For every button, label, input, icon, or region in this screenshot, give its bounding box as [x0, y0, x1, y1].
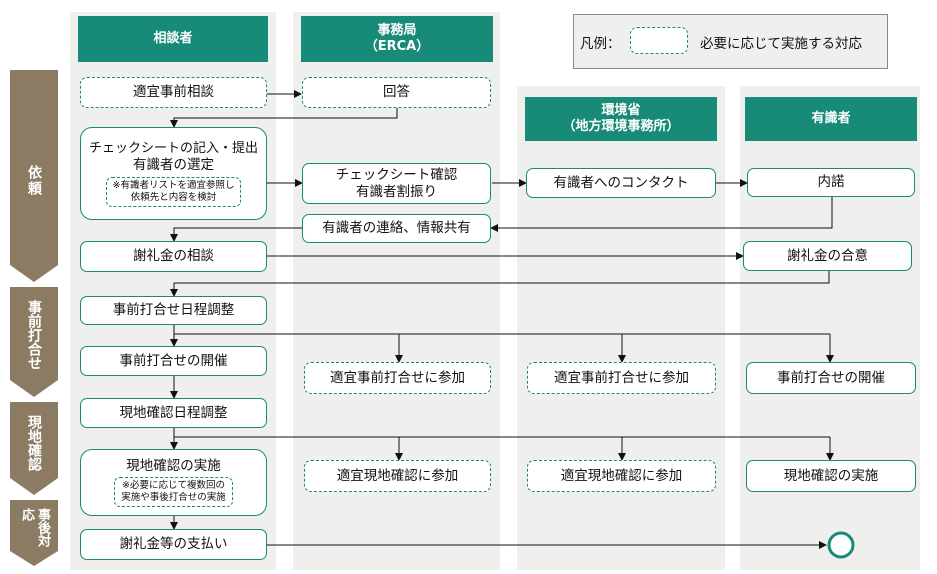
box-fee-consult: 謝礼金の相談: [80, 241, 267, 272]
legend-prefix: 凡例：: [580, 36, 621, 52]
box-fee-consult-label: 謝礼金の相談: [133, 248, 214, 264]
box-schedule-pre-label: 事前打合せ日程調整: [112, 302, 235, 318]
lane-header-expert-label: 有識者: [811, 111, 851, 126]
phase-request-label: 依頼: [26, 165, 42, 197]
lane-header-moe-label-1: 環境省: [601, 103, 641, 118]
box-answer-label: 回答: [383, 84, 410, 100]
lane-header-secretariat-label-2: （ERCA）: [364, 39, 430, 54]
lane-header-moe: 環境省 （地方環境事務所）: [525, 97, 717, 141]
box-do-site-label: 現地確認の実施: [126, 458, 221, 474]
box-hold-pre-label: 事前打合せの開催: [119, 352, 228, 369]
connector-share-fee: [170, 227, 302, 242]
box-schedule-site: 現地確認日程調整: [80, 398, 267, 428]
box-checksheet: チェックシートの記入・提出 有識者の選定 ※有識者リストを適宜参照し 依頼先と内…: [80, 127, 267, 220]
box-do-site: 現地確認の実施 ※必要に応じて複数回の 実施や事後打合せの実施: [80, 449, 267, 516]
connector-agree-schedule: [170, 271, 830, 297]
phase-arrow-pre: [10, 287, 58, 397]
connector-answer-checksheet: [170, 108, 398, 128]
box-join-site-erca: 適宜現地確認に参加: [304, 460, 491, 492]
box-schedule-site-label: 現地確認日程調整: [119, 404, 228, 421]
phase-post-label: 事後対応: [19, 508, 50, 547]
box-consult: 適宜事前相談: [80, 77, 267, 108]
box-consult-label: 適宜事前相談: [133, 84, 214, 100]
box-confirm-label-1: チェックシート確認: [335, 166, 458, 183]
box-checksheet-label-2: 有識者の選定: [133, 157, 214, 173]
box-confirm-label-2: 有識者割振り: [356, 183, 437, 200]
box-contact-label: 有識者へのコンタクト: [553, 174, 689, 191]
box-do-site-expert-label: 現地確認の実施: [783, 467, 879, 484]
lane-header-secretariat: 事務局 （ERCA）: [301, 16, 493, 62]
legend-dashed-sample: [630, 27, 688, 54]
box-join-pre-moe-label: 適宜事前打合せに参加: [554, 369, 689, 386]
lane-header-moe-label-2: （地方環境事務所）: [562, 119, 680, 134]
phase-arrow-post: [10, 500, 58, 566]
box-do-site-note: ※必要に応じて複数回の 実施や事後打合せの実施: [114, 477, 233, 507]
box-checksheet-note-1: ※有識者リストを適宜参照し: [112, 180, 235, 191]
box-share: 有識者の連絡、情報共有: [302, 214, 491, 243]
box-join-site-moe-label: 適宜現地確認に参加: [560, 467, 683, 484]
box-answer: 回答: [302, 77, 491, 108]
box-checksheet-note: ※有識者リストを適宜参照し 依頼先と内容を検討: [105, 177, 242, 207]
lane-header-consulter-label: 相談者: [153, 31, 193, 46]
phase-arrow-site: [10, 402, 58, 495]
phase-pre-meeting-label: 事前打合せ: [26, 300, 42, 370]
box-join-pre-moe: 適宜事前打合せに参加: [527, 362, 716, 394]
box-share-label: 有識者の連絡、情報共有: [322, 220, 471, 236]
box-join-site-moe: 適宜現地確認に参加: [527, 460, 716, 492]
box-accept: 内諾: [747, 168, 915, 197]
box-checksheet-label-1: チェックシートの記入・提出: [88, 141, 258, 156]
connector-accept-share: [490, 197, 833, 232]
phase-arrow-request: [10, 70, 58, 282]
box-join-site-erca-label: 適宜現地確認に参加: [336, 467, 459, 484]
box-hold-pre-expert: 事前打合せの開催: [746, 362, 916, 394]
box-contact: 有識者へのコンタクト: [526, 168, 716, 198]
box-payment: 謝礼金等の支払い: [80, 529, 267, 560]
box-fee-agree: 謝礼金の合意: [743, 241, 912, 271]
box-confirm: チェックシート確認 有識者割振り: [302, 163, 491, 204]
box-do-site-note-2: 実施や事後打合せの実施: [121, 492, 226, 503]
phase-site-check-label: 現地確認: [26, 415, 42, 471]
box-schedule-pre: 事前打合せ日程調整: [80, 296, 267, 325]
lane-header-expert: 有識者: [745, 97, 917, 141]
box-do-site-expert: 現地確認の実施: [746, 460, 916, 492]
box-hold-pre-expert-label: 事前打合せの開催: [777, 369, 885, 386]
legend: 凡例： 必要に応じて実施する対応: [573, 14, 888, 69]
box-fee-agree-label: 謝礼金の合意: [787, 247, 868, 264]
end-circle: [827, 531, 855, 559]
box-accept-label: 内諾: [817, 174, 845, 190]
lane-header-secretariat-label-1: 事務局: [377, 23, 417, 38]
lane-header-consulter: 相談者: [78, 16, 268, 62]
box-join-pre-erca-label: 適宜事前打合せに参加: [330, 369, 465, 386]
box-do-site-note-1: ※必要に応じて複数回の: [122, 480, 225, 491]
box-checksheet-note-2: 依頼先と内容を検討: [130, 192, 217, 203]
box-payment-label: 謝礼金等の支払い: [119, 536, 228, 552]
legend-text: 必要に応じて実施する対応: [700, 36, 862, 52]
box-hold-pre: 事前打合せの開催: [80, 346, 267, 376]
box-join-pre-erca: 適宜事前打合せに参加: [304, 362, 491, 394]
